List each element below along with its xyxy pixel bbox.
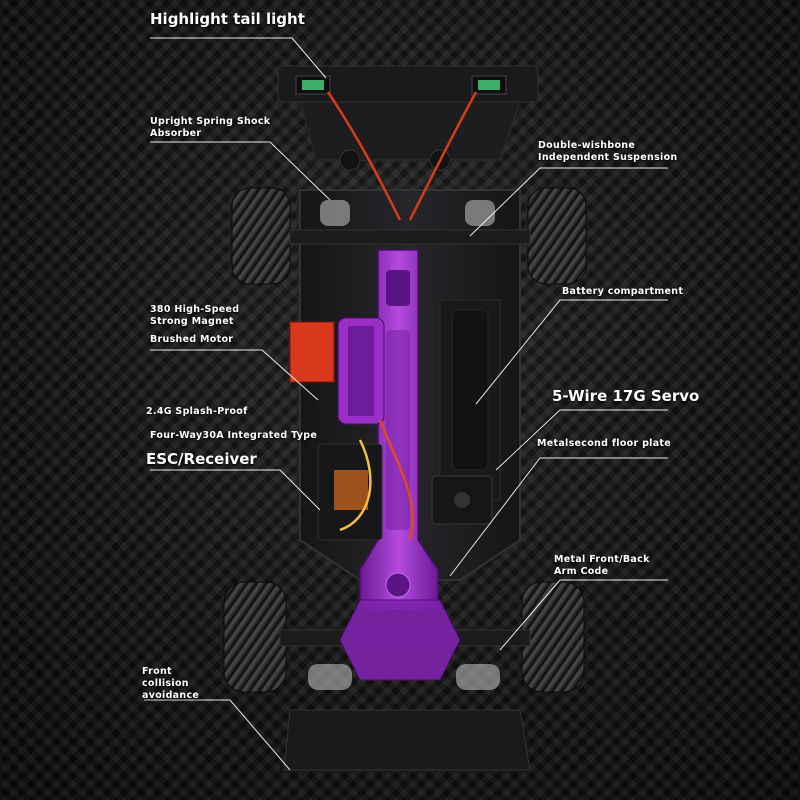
label-shock-line1: Upright Spring Shock: [150, 116, 271, 127]
leader-line-motor: [150, 349, 319, 401]
leader-line-front: [144, 699, 291, 771]
rear-right-wheel: [527, 187, 587, 285]
brushed-motor: [289, 317, 385, 425]
label-motor-line1: 380 High-Speed: [150, 304, 240, 315]
front-bumper: [283, 709, 531, 771]
tail-light-bar: [277, 65, 539, 161]
leader-line-servo: [495, 409, 668, 471]
metal-arm-code: [339, 599, 461, 681]
leader-line-tail-light: [150, 37, 327, 79]
wiring: [326, 91, 478, 541]
label-servo: 5-Wire 17G Servo: [552, 387, 700, 405]
label-front-line3: avoidance: [142, 690, 200, 701]
label-shock-line2: Absorber: [150, 128, 202, 139]
label-esc-line2: Four-Way30A Integrated Type: [150, 430, 318, 441]
servo: [431, 475, 493, 525]
label-suspension-line1: Double-wishbone: [538, 140, 636, 151]
leader-line-suspension: [469, 167, 668, 237]
rear-left-wheel: [231, 187, 291, 285]
front-right-wheel: [521, 581, 585, 693]
label-front-line2: collision: [142, 678, 189, 689]
esc-receiver: [317, 443, 383, 541]
leader-line-battery: [475, 299, 668, 405]
front-left-wheel: [223, 581, 287, 693]
label-front-line1: Front: [142, 666, 172, 677]
label-battery: Battery compartment: [562, 286, 684, 297]
label-esc-line3: ESC/Receiver: [146, 450, 257, 468]
leader-line-esc: [150, 469, 321, 511]
leader-line-shock: [150, 141, 331, 201]
label-esc-line1: 2.4G Splash-Proof: [146, 406, 248, 417]
label-suspension-line2: Independent Suspension: [538, 152, 678, 163]
leader-line-arm: [499, 579, 668, 651]
label-arm-line2: Arm Code: [554, 566, 609, 577]
label-motor-line2: Strong Magnet: [150, 316, 234, 327]
label-floor-plate: Metalsecond floor plate: [537, 438, 672, 449]
label-arm-line1: Metal Front/Back: [554, 554, 650, 565]
label-motor-line3: Brushed Motor: [150, 334, 234, 345]
leader-line-floor-plate: [449, 457, 668, 577]
label-tail-light: Highlight tail light: [150, 10, 305, 28]
